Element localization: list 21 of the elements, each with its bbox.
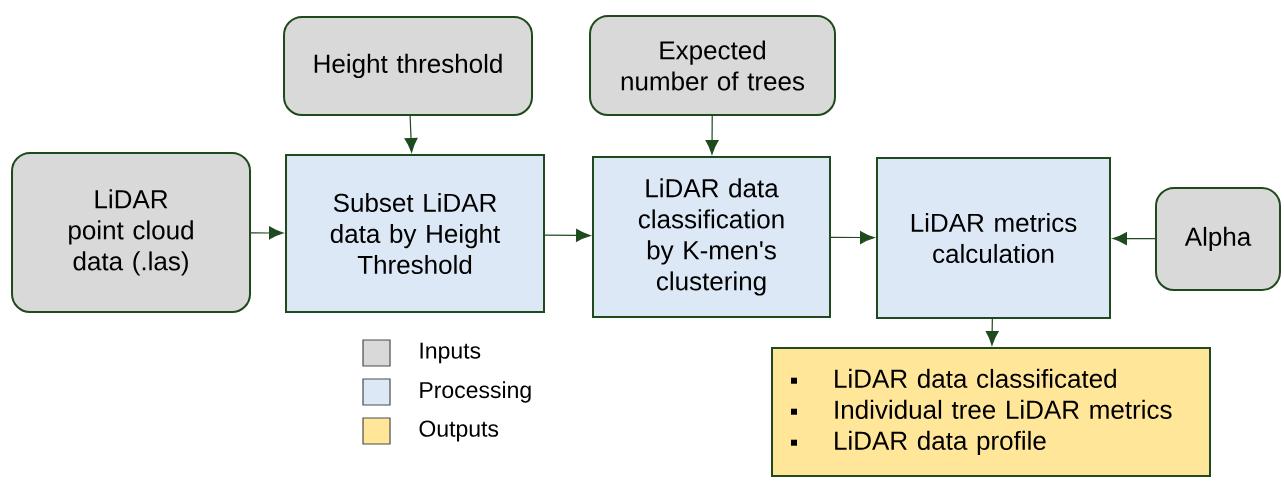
bullet-item: Individual tree LiDAR metrics [791, 399, 1172, 419]
arrow [404, 115, 418, 153]
bullet-item: LiDAR data classificated [791, 368, 1116, 388]
input-box: Expected number of trees [589, 15, 836, 116]
arrow [830, 231, 875, 244]
legend-label: Inputs [420, 342, 481, 364]
process-box: LiDAR metrics calculation [876, 157, 1111, 319]
arrow [705, 115, 719, 155]
arrow [1112, 232, 1156, 246]
input-box: Height threshold [283, 16, 533, 116]
arrow [544, 228, 591, 242]
process-box: LiDAR data classification by K-men's clustering [592, 156, 831, 318]
output-box [771, 347, 1211, 477]
bullet-item: LiDAR data profile [791, 430, 1046, 456]
process-box: Subset LiDAR data by Height Threshold [285, 154, 545, 313]
arrow [985, 318, 999, 346]
legend-label: Processing [420, 381, 531, 403]
legend-label: Outputs [419, 420, 499, 442]
arrow [250, 226, 284, 240]
input-box: LiDAR point cloud data (.las) [11, 152, 251, 313]
input-box: Alpha [1155, 187, 1281, 291]
